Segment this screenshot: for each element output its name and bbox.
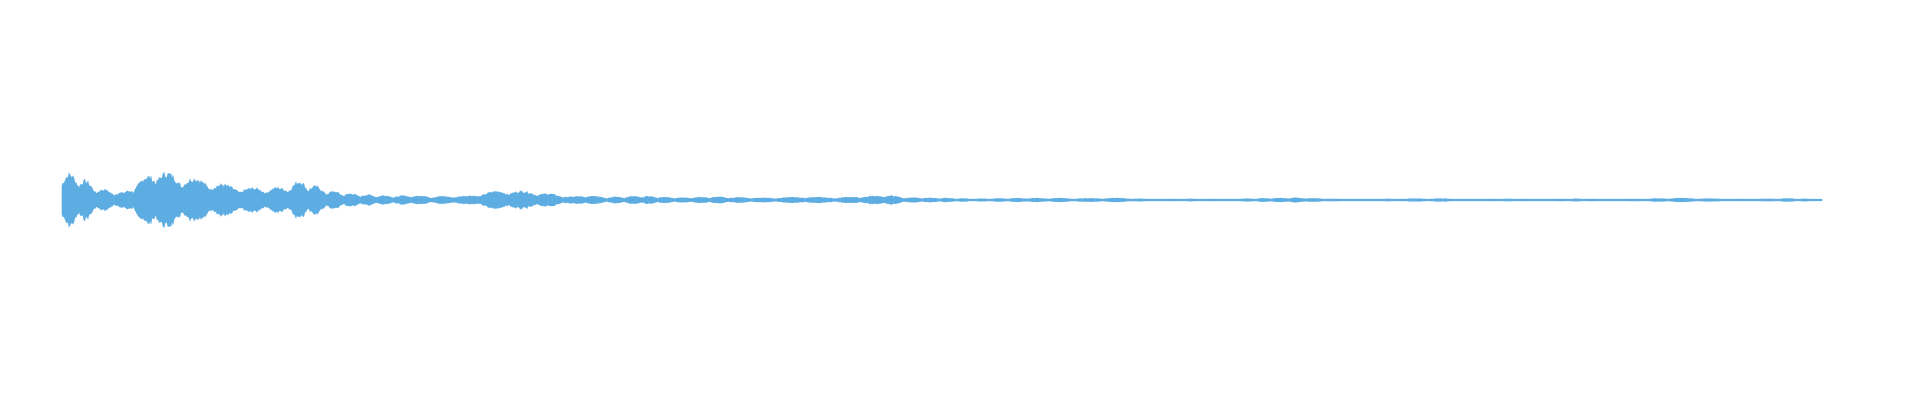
plot-area bbox=[61, 171, 1823, 229]
